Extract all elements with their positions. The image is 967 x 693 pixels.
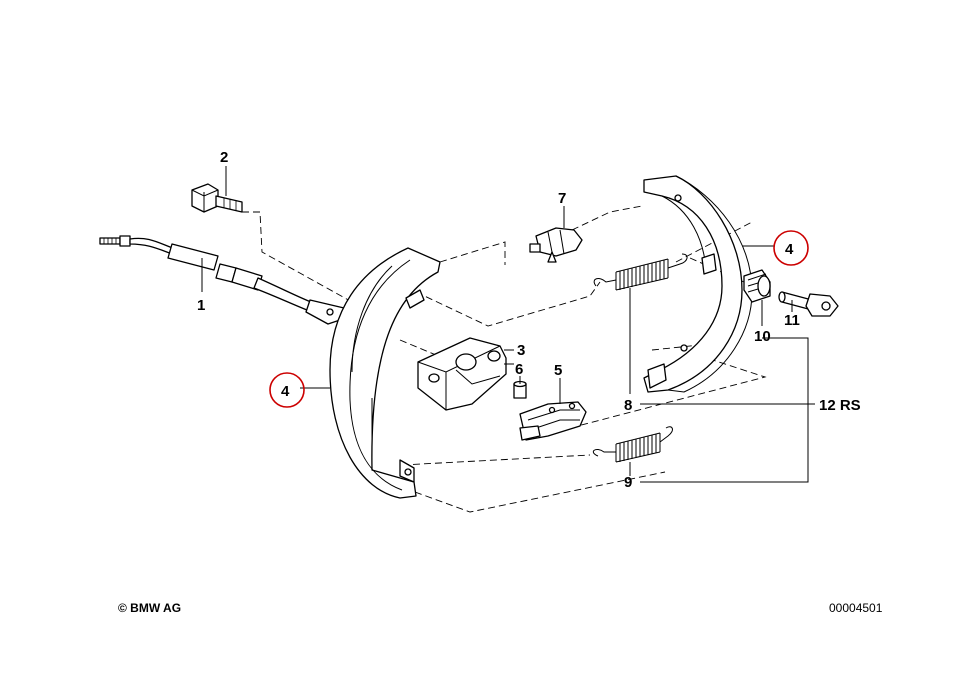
- handbrake-cable: [99, 235, 347, 325]
- brake-shoe-left: [329, 247, 441, 499]
- label-shoe-left: 4: [281, 383, 290, 400]
- label-kit: 12 RS: [819, 397, 861, 414]
- highlight-circle-shoe-left: [269, 372, 305, 408]
- leader-lines: [201, 166, 815, 483]
- expander: [519, 401, 587, 441]
- label-cable: 1: [197, 297, 205, 314]
- label-hold-down-pin: 11: [784, 312, 800, 329]
- highlight-circle-shoe-right: [773, 230, 809, 266]
- label-pin: 6: [515, 361, 523, 378]
- label-lower-spring: 9: [624, 474, 632, 491]
- expander-housing: [417, 337, 507, 411]
- label-expander-housing: 3: [517, 342, 525, 359]
- diagram-number: 00004501: [829, 601, 883, 615]
- upper-spring: [593, 253, 688, 291]
- copyright-text: © BMW AG: [118, 601, 181, 615]
- label-expander: 5: [554, 362, 562, 379]
- bolt: [191, 183, 243, 213]
- hold-down-pin: [778, 291, 839, 317]
- label-upper-spring: 8: [624, 397, 632, 414]
- label-spring-cup: 10: [754, 328, 771, 345]
- spring-cup: [743, 269, 771, 303]
- lower-spring: [592, 426, 673, 463]
- label-bolt: 2: [220, 149, 228, 166]
- label-adjuster: 7: [558, 190, 566, 207]
- label-shoe-right: 4: [785, 241, 794, 258]
- brake-shoe-right: [643, 175, 753, 393]
- adjuster: [529, 227, 583, 263]
